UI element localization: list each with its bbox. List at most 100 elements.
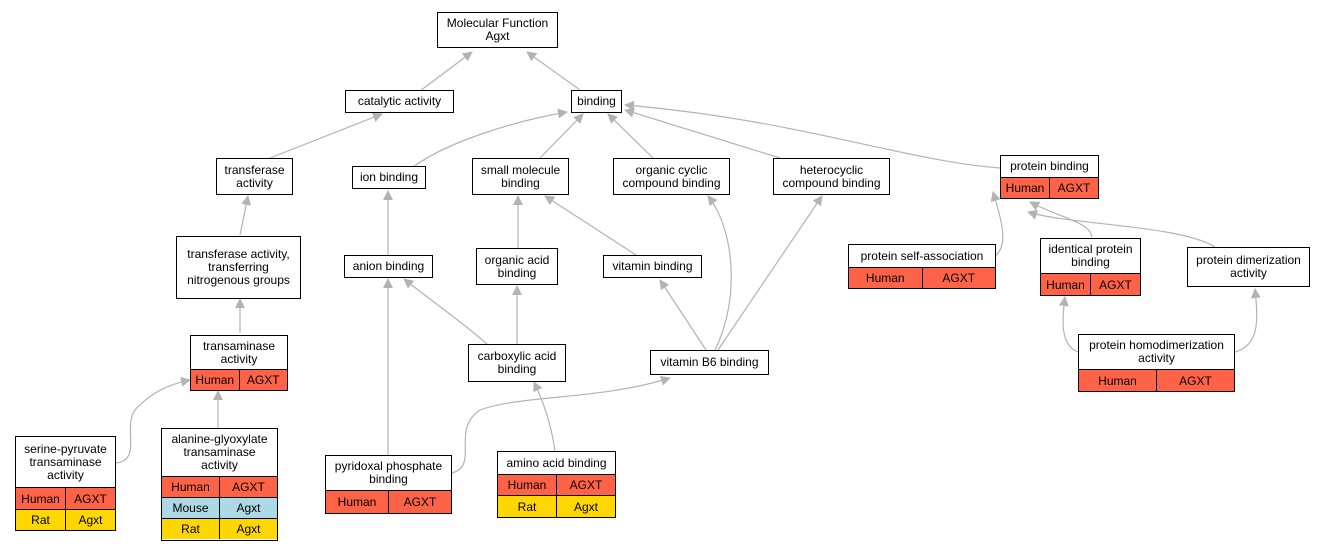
node-protein-homodimerization-activity[interactable]: protein homodimerization activity Human … [1078, 334, 1235, 392]
node-transferase-activity[interactable]: transferase activity [216, 158, 293, 195]
edge-cab-to-anion [403, 278, 489, 346]
node-pyridoxal-phosphate-binding[interactable]: pyridoxal phosphate binding Human AGXT [325, 455, 452, 514]
node-transaminase-activity[interactable]: transaminase activity Human AGXT [190, 335, 288, 391]
annotation-row: Human AGXT [16, 487, 115, 509]
edge-small-to-binding [539, 113, 584, 159]
node-title: transaminase activity [202, 338, 276, 366]
annotation-row: Human AGXT [1001, 177, 1098, 198]
node-catalytic-activity[interactable]: catalytic activity [345, 90, 454, 113]
species-cell: Human [1041, 274, 1090, 295]
node-anion-binding[interactable]: anion binding [344, 255, 433, 278]
node-identical-protein-binding[interactable]: identical protein binding Human AGXT [1040, 238, 1141, 296]
node-title: alanine-glyoxylate transaminase activity [171, 432, 268, 472]
node-amino-acid-binding[interactable]: amino acid binding Human AGXT Rat Agxt [497, 451, 616, 518]
edge-pb-to-binding [624, 100, 1001, 169]
gene-cell: Agxt [219, 519, 277, 539]
species-cell: Human [498, 475, 556, 495]
species-cell: Human [1001, 178, 1049, 198]
node-title: protein dimerization activity [1196, 253, 1301, 280]
annotation-row: Human AGXT [498, 474, 615, 495]
node-carboxylic-acid-binding[interactable]: carboxylic acid binding [468, 344, 566, 382]
node-protein-binding[interactable]: protein binding Human AGXT [1000, 155, 1099, 199]
gene-cell: AGXT [556, 475, 615, 495]
species-cell: Human [326, 491, 388, 513]
gene-cell: AGXT [388, 491, 451, 513]
species-cell: Human [191, 370, 239, 390]
node-title: heterocyclic compound binding [782, 162, 881, 190]
gene-cell: AGXT [238, 370, 287, 390]
annotation-row: Human AGXT [849, 267, 995, 288]
gene-cell: Agxt [556, 496, 615, 517]
species-cell: Human [16, 488, 65, 509]
annotation-row: Human AGXT [1079, 369, 1234, 391]
annotation-row: Human AGXT [162, 476, 277, 497]
edge-psa-to-pb [990, 191, 1004, 257]
edge-hcc-to-binding [624, 107, 781, 159]
node-title: catalytic activity [357, 94, 442, 108]
species-cell: Human [849, 268, 922, 288]
node-title: protein binding [1010, 159, 1089, 173]
edge-phda-to-pda [1234, 288, 1261, 353]
node-title: vitamin binding [612, 259, 693, 273]
edge-ion-to-binding [412, 108, 568, 168]
annotation-row: Human AGXT [326, 490, 451, 513]
node-small-molecule-binding[interactable]: small molecule binding [472, 158, 569, 195]
node-title: transferase activity [224, 162, 285, 190]
node-title: Molecular Function Agxt [446, 16, 549, 43]
gene-cell: AGXT [65, 488, 115, 509]
node-title: amino acid binding [506, 455, 607, 470]
edge-vb6-to-hcc [717, 195, 823, 351]
node-title: identical protein binding [1048, 242, 1133, 269]
node-title: transferase activity, transferring nitro… [187, 247, 290, 287]
node-title: protein homodimerization activity [1089, 338, 1224, 365]
annotation-row: Human AGXT [191, 369, 287, 390]
node-molecular-function[interactable]: Molecular Function Agxt [437, 12, 558, 48]
annotation-row: Human AGXT [1041, 273, 1140, 295]
species-cell: Human [1079, 370, 1156, 391]
node-serine-pyruvate-transaminase-activity[interactable]: serine-pyruvate transaminase activity Hu… [15, 436, 116, 531]
edge-pda-to-pb [1027, 209, 1216, 248]
node-organic-cyclic-compound-binding[interactable]: organic cyclic compound binding [613, 158, 730, 195]
node-ion-binding[interactable]: ion binding [352, 166, 426, 189]
edge-catalytic-to-mf [419, 51, 473, 92]
annotation-row: Mouse Agxt [162, 497, 277, 518]
gene-cell: Agxt [219, 498, 277, 518]
annotation-row: Rat Agxt [16, 509, 115, 530]
node-binding[interactable]: binding [571, 90, 622, 113]
edge-ipb-to-pb [1029, 201, 1093, 238]
node-title: pyridoxal phosphate binding [334, 459, 443, 486]
node-transferase-activity-nitrogenous[interactable]: transferase activity, transferring nitro… [176, 236, 301, 299]
edge-occ-to-binding [607, 113, 654, 159]
edge-transferase-to-catalytic [269, 112, 383, 159]
node-alanine-glyoxylate-transaminase-activity[interactable]: alanine-glyoxylate transaminase activity… [161, 428, 278, 541]
edge-plp-to-vb6 [451, 375, 671, 474]
edge-vit-to-small [544, 195, 637, 256]
node-title: serine-pyruvate transaminase activity [24, 441, 107, 482]
node-organic-acid-binding[interactable]: organic acid binding [476, 248, 558, 285]
gene-cell: AGXT [1049, 178, 1098, 198]
edge-aab-to-cab [533, 381, 556, 452]
edge-phda-to-ipb [1058, 296, 1079, 353]
node-title: organic acid binding [484, 252, 550, 280]
gene-cell: AGXT [1156, 370, 1234, 391]
node-title: small molecule binding [480, 162, 561, 190]
gene-cell: AGXT [921, 268, 995, 288]
node-title: vitamin B6 binding [660, 355, 759, 369]
species-cell: Mouse [162, 498, 219, 518]
gene-cell: AGXT [219, 477, 277, 497]
annotation-row: Rat Agxt [162, 518, 277, 539]
node-vitamin-b6-binding[interactable]: vitamin B6 binding [650, 350, 769, 375]
node-title: organic cyclic compound binding [622, 162, 721, 190]
node-vitamin-binding[interactable]: vitamin binding [603, 255, 702, 278]
node-protein-dimerization-activity[interactable]: protein dimerization activity [1187, 247, 1310, 287]
node-title: ion binding [359, 170, 419, 184]
species-cell: Rat [162, 519, 219, 539]
edge-vit-to-occ [707, 195, 732, 351]
gene-cell: AGXT [1090, 274, 1140, 295]
annotation-row: Rat Agxt [498, 495, 615, 517]
species-cell: Rat [498, 496, 556, 517]
node-heterocyclic-compound-binding[interactable]: heterocyclic compound binding [773, 158, 890, 195]
gene-cell: Agxt [65, 510, 115, 530]
node-protein-self-association[interactable]: protein self-association Human AGXT [848, 244, 996, 289]
